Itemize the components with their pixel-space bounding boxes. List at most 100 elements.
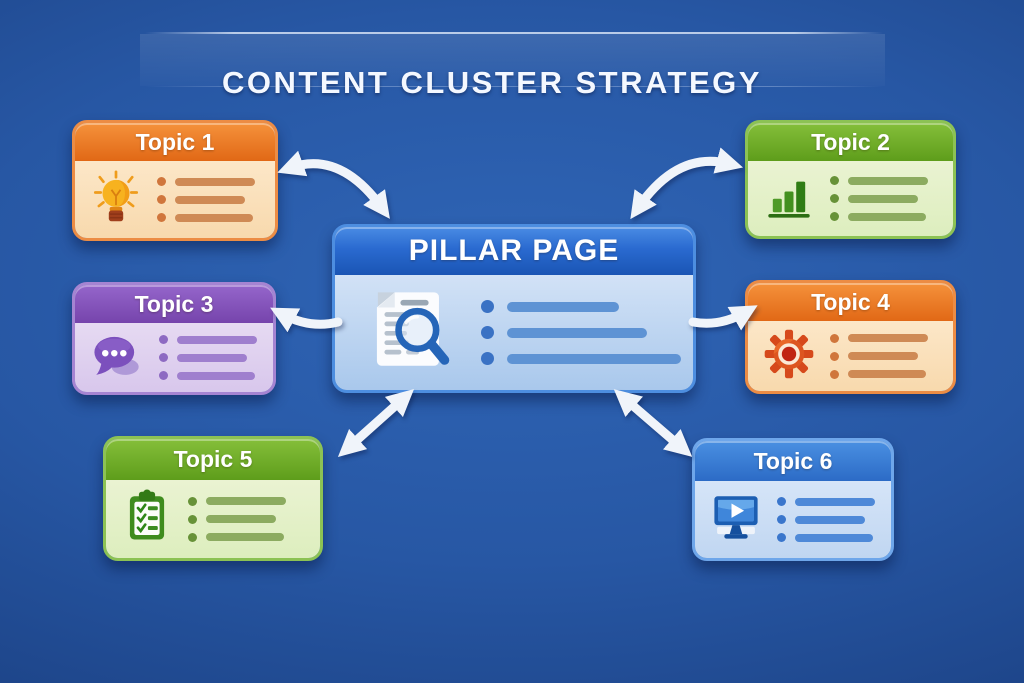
arrow-pillar-topic4 xyxy=(688,305,758,331)
topic-3-body xyxy=(75,323,273,392)
gear-icon xyxy=(762,327,816,386)
bullet-line xyxy=(795,533,873,542)
bullet-line xyxy=(848,176,928,185)
bullet-dot xyxy=(777,533,786,542)
bullet-list xyxy=(188,496,286,542)
bullet-row xyxy=(157,195,255,204)
arrow-pillar-topic5 xyxy=(337,389,415,457)
bullet-line xyxy=(206,533,284,541)
bullet-row xyxy=(157,177,255,186)
bullet-dot xyxy=(157,195,166,204)
bullet-line xyxy=(175,213,253,222)
bullet-line xyxy=(795,497,875,506)
bullet-row xyxy=(830,176,928,185)
bullet-list xyxy=(159,335,257,380)
page-title: CONTENT CLUSTER STRATEGY xyxy=(222,64,762,100)
arrow-topic1-pillar xyxy=(277,150,390,219)
bullet-dot xyxy=(188,514,197,524)
bullet-line xyxy=(848,370,926,378)
bullet-row xyxy=(481,352,681,365)
pillar-header: PILLAR PAGE xyxy=(335,227,693,275)
bullet-dot xyxy=(830,194,839,203)
bullet-row xyxy=(159,335,257,344)
topic-3-label: Topic 3 xyxy=(134,290,214,317)
title-separator-bottom xyxy=(145,86,883,87)
bullet-row xyxy=(830,212,928,221)
pillar-page-card: PILLAR PAGE xyxy=(332,224,696,393)
topic-1-label: Topic 1 xyxy=(135,128,215,155)
arrow-pillar-topic3 xyxy=(270,307,343,333)
bullet-row xyxy=(830,194,928,203)
bullet-dot xyxy=(159,335,168,344)
bullet-dot xyxy=(157,213,166,222)
topic-6-label: Topic 6 xyxy=(753,447,833,474)
bullet-line xyxy=(507,301,619,312)
bullet-dot xyxy=(159,353,168,362)
speech-bubble-icon xyxy=(89,330,145,385)
topic-5-header: Topic 5 xyxy=(106,439,320,480)
bullet-row xyxy=(188,496,286,506)
bullet-dot xyxy=(481,352,494,365)
bullet-line xyxy=(507,327,647,338)
topic-5-body xyxy=(106,480,320,558)
video-monitor-icon xyxy=(709,490,763,549)
bullet-dot xyxy=(188,496,197,506)
topic-1-header: Topic 1 xyxy=(75,123,275,161)
bullet-dot xyxy=(830,176,839,185)
bullet-dot xyxy=(159,371,168,380)
bullet-line xyxy=(848,352,918,360)
topic-6-body xyxy=(695,481,891,558)
bullet-row xyxy=(481,326,681,339)
bullet-row xyxy=(830,369,928,379)
bullet-line xyxy=(848,334,928,342)
bullet-list xyxy=(481,300,681,365)
bullet-line xyxy=(175,195,245,204)
bullet-line xyxy=(177,335,257,344)
bullet-row xyxy=(830,351,928,361)
bullet-row xyxy=(777,497,875,506)
bullet-line xyxy=(507,353,681,364)
bullet-line xyxy=(848,194,918,203)
bullet-line xyxy=(795,515,865,524)
bullet-dot xyxy=(777,497,786,506)
title-separator-top xyxy=(145,32,883,34)
bullet-dot xyxy=(830,351,839,361)
bullet-line xyxy=(177,371,255,380)
bullet-dot xyxy=(830,369,839,379)
bullet-list xyxy=(777,497,875,542)
topic-card-4: Topic 4 xyxy=(745,280,956,394)
topic-2-header: Topic 2 xyxy=(748,123,953,161)
bullet-row xyxy=(830,333,928,343)
bullet-line xyxy=(175,177,255,186)
pillar-label: PILLAR PAGE xyxy=(408,234,620,267)
bullet-row xyxy=(157,213,255,222)
topic-card-5: Topic 5 xyxy=(103,436,323,561)
lightbulb-icon xyxy=(89,168,143,231)
topic-3-header: Topic 3 xyxy=(75,285,273,323)
topic-card-3: Topic 3 xyxy=(72,282,276,395)
topic-card-6: Topic 6 xyxy=(692,438,894,561)
bullet-dot xyxy=(481,326,494,339)
pillar-body xyxy=(335,275,693,390)
bullet-row xyxy=(481,300,681,313)
topic-card-1: Topic 1 xyxy=(72,120,278,241)
topic-card-2: Topic 2 xyxy=(745,120,956,239)
bullet-row xyxy=(777,515,875,524)
topic-6-header: Topic 6 xyxy=(695,441,891,481)
bullet-list xyxy=(830,333,928,379)
bullet-dot xyxy=(830,333,839,343)
arrow-pillar-topic2 xyxy=(630,147,744,220)
bullet-dot xyxy=(481,300,494,313)
bullet-line xyxy=(206,515,276,523)
bullet-list xyxy=(830,176,928,221)
topic-1-body xyxy=(75,161,275,238)
topic-5-label: Topic 5 xyxy=(173,446,253,472)
bullet-line xyxy=(177,353,247,362)
bullet-dot xyxy=(777,515,786,524)
bullet-line xyxy=(848,212,926,221)
topic-2-label: Topic 2 xyxy=(811,128,890,155)
bullet-row xyxy=(159,371,257,380)
bullet-dot xyxy=(188,532,197,542)
bullet-row xyxy=(188,514,286,524)
bar-chart-icon xyxy=(762,169,816,228)
